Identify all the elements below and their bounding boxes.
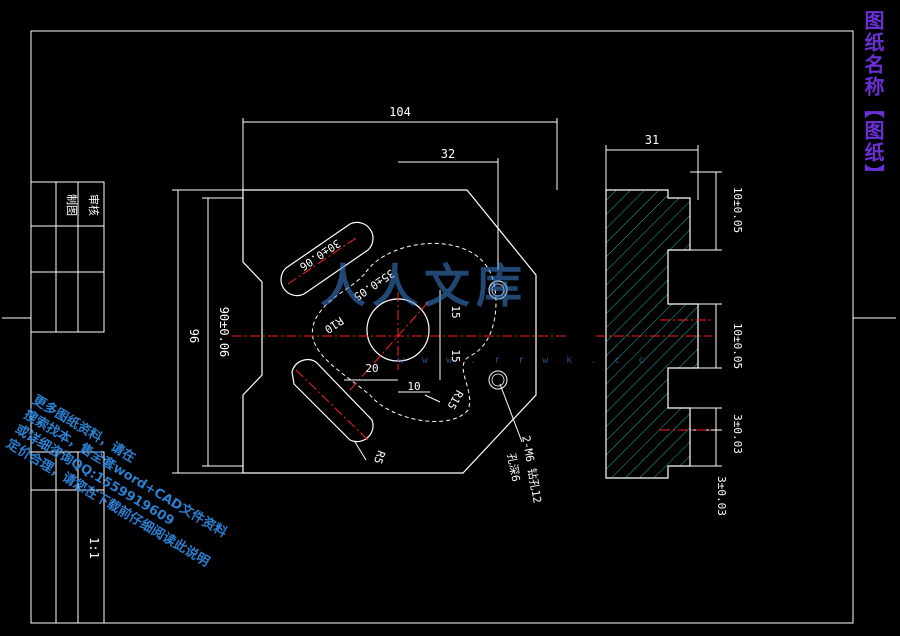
dim-15-lower: 15 [449, 349, 462, 362]
tap-hole-lower [488, 370, 508, 390]
dim-step-1: 10±0.05 [731, 187, 744, 233]
title-block [30, 181, 105, 624]
cam-contour [311, 242, 497, 422]
watermark-logo: 人人文库 [320, 259, 528, 313]
dim-r15: R15 [444, 388, 465, 412]
drawing-title: 图纸名称【图纸】 [861, 10, 885, 186]
thread-note-1: 2-M6 钻孔12 [519, 434, 545, 504]
scale-text: 1:1 [87, 537, 101, 559]
dim-step-2: 10±0.05 [731, 323, 744, 369]
dim-20: 20 [365, 362, 378, 375]
dim-thickness: 31 [645, 133, 659, 147]
section-view: 31 10±0.05 10±0.05 3±0.03 3±0.03 [596, 133, 744, 516]
dim-height-inner: 90±0.06 [217, 307, 231, 358]
dim-step-3: 3±0.03 [731, 414, 744, 454]
thread-note-2: 孔深6 [505, 452, 523, 482]
dim-10: 10 [407, 380, 420, 393]
tap-hole-upper [488, 280, 508, 300]
dim-hole-offset: 32 [441, 147, 455, 161]
title-label-2: 审核 [87, 194, 101, 216]
section-body [605, 189, 699, 479]
dim-step-4: 3±0.03 [715, 476, 728, 516]
dim-15-upper: 15 [449, 305, 462, 318]
title-label-1: 制图 [65, 194, 78, 216]
dim-width: 104 [389, 105, 411, 119]
dim-r10: R10 [322, 314, 346, 336]
part-outline [242, 189, 537, 474]
watermark-url: w w w . r r w k . c c [398, 355, 651, 366]
dim-height-outer: 96 [187, 329, 201, 343]
dim-r5: R5 [371, 449, 388, 466]
